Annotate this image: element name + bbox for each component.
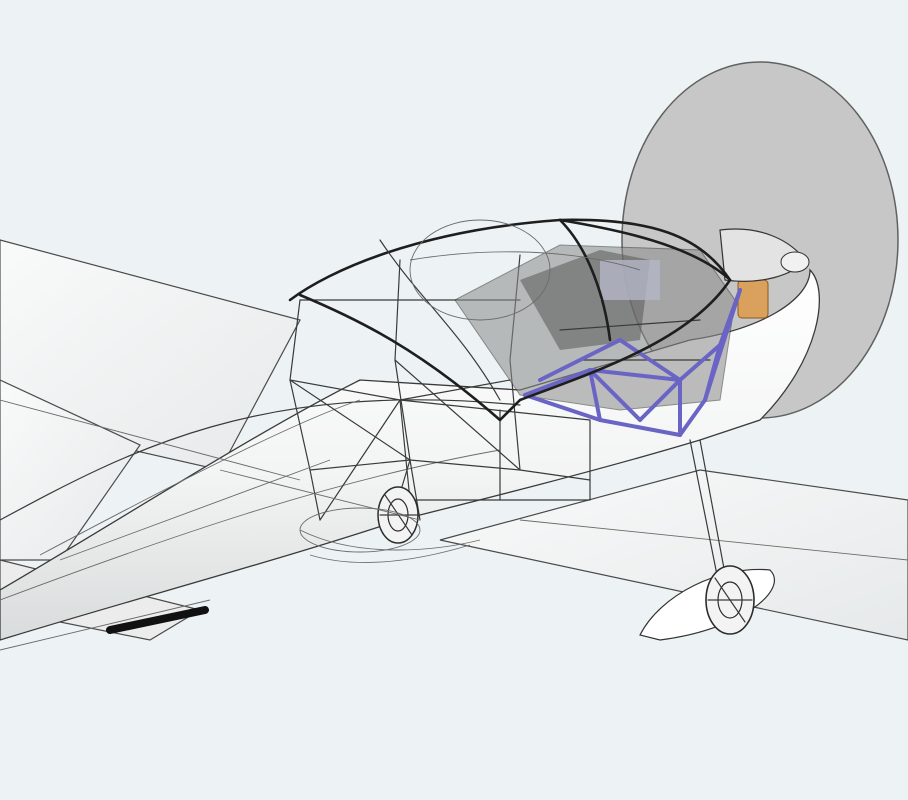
left-main-gear: [299, 459, 421, 553]
canopy: [288, 218, 732, 422]
engine-mount: [523, 288, 742, 437]
fuselage-structure: [289, 254, 591, 563]
right-main-gear: [639, 439, 775, 641]
spinner: [719, 228, 810, 282]
airframe-lines: [0, 399, 421, 651]
oil-filter: [737, 279, 769, 319]
